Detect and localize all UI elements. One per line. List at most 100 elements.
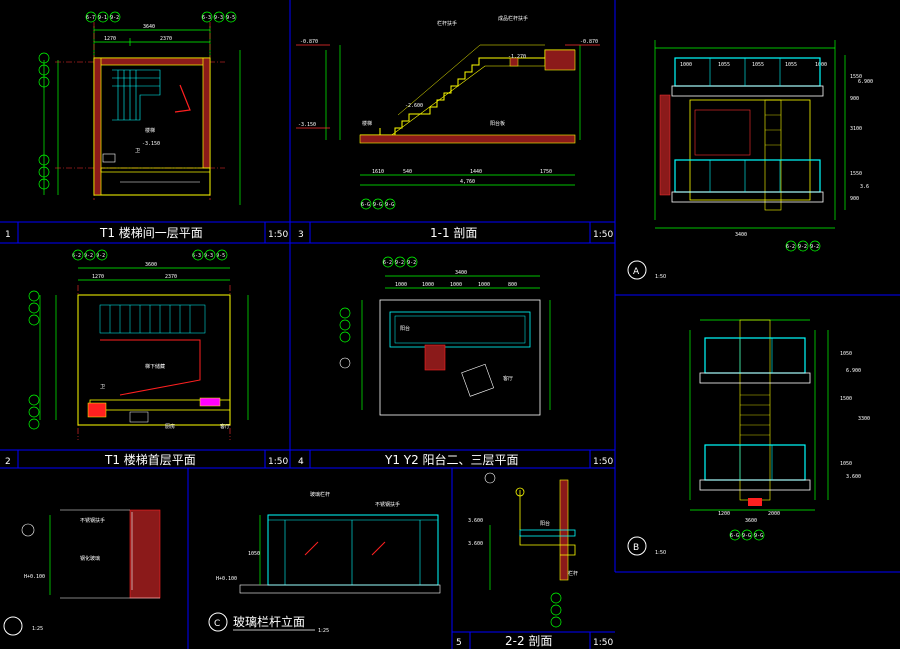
pA-w4: 1000 [815,62,827,68]
pA-h0: 1550 [850,74,862,80]
panel-C-elevation: 1050 H+0.100 玻璃栏杆 不锈钢扶手 [216,491,441,594]
p3-note-top1: 栏杆扶手 [437,20,457,27]
p2-room-b: 客厅 [220,423,230,430]
p3-level-landing: -1.270 [508,54,526,60]
pA-axis-tag: 6-2 9-2 9-2 [786,244,819,250]
p3-level-step: -2.600 [405,103,423,109]
pA-level-top: 6.900 [858,79,873,85]
p4-dim-1: 1000 [422,282,434,288]
panel-4-scale: 1:50 [593,457,613,467]
panel-C-circle [208,612,228,632]
panel-D-circle [3,616,23,636]
p1-dim-a: 1270 [104,36,116,42]
p3-dim-total: 4,760 [460,179,475,185]
panel-5-number: 5 [456,638,462,648]
pA-h1: 900 [850,96,859,102]
panel-4-plan: 3400 1000 1000 1000 1000 800 6-2 9-2 9-2… [339,256,551,416]
p4-room-side: 客厅 [503,375,513,382]
panel-B-number: B [633,543,639,553]
panel-A-number: A [633,267,640,277]
pB-level-low: 3.600 [846,474,861,480]
p1-room-stair: 楼梯 [145,127,155,134]
pD-level: H+0.100 [24,574,45,580]
p1-level-note: -3.150 [142,141,160,147]
panel-B-circle [627,536,647,556]
p3-level-low: -3.150 [298,122,316,128]
panel-5-title: 2-2 剖面 [505,634,552,648]
panel-C-number: C [214,619,220,629]
pA-w2: 1055 [752,62,764,68]
pB-h1: 1500 [840,396,852,402]
p1-room-bath: 卫 [135,148,140,154]
panel-1-title: T1 楼梯间一层平面 [99,225,203,240]
p3-dim-3: 1750 [540,169,552,175]
pA-w3: 1055 [785,62,797,68]
pC-level: H+0.100 [216,576,237,582]
pD-note-2: 钢化玻璃 [80,555,100,562]
pB-width: 3600 [745,518,757,524]
p2-room-stair: 梯下储藏 [145,363,165,370]
pC-note-2: 不锈钢扶手 [375,501,400,508]
pB-h3: 1050 [840,461,852,467]
p1-dim-total: 3640 [143,24,155,30]
panel-2-scale: 1:50 [268,457,288,467]
panel-4-title: Y1 Y2 阳台二、三层平面 [384,452,519,467]
pB-h2: 3300 [858,416,870,422]
panel-A-scale: 1:50 [655,274,666,280]
pA-width: 3400 [735,232,747,238]
p2-axis-tag-left: 6-2 9-2 9-2 [72,253,105,259]
p4-dim-2: 1000 [450,282,462,288]
p2-dim-b: 2370 [165,274,177,280]
p1-axis-tag-right: 6-3 9-3 9-5 [202,15,235,21]
panel-1-scale: 1:50 [268,230,288,240]
p2-dim-total: 3600 [145,262,157,268]
pB-axis-tag: 6-G 9-G 9-G [730,533,763,539]
p5-level-b: 3.600 [468,541,483,547]
p4-dim-4: 800 [508,282,517,288]
p3-dim-2: 1440 [470,169,482,175]
pA-w0: 1000 [680,62,692,68]
pA-h4: 900 [850,196,859,202]
panel-5-scale: 1:50 [593,638,613,648]
p1-dim-b: 2370 [160,36,172,42]
panel-5-section: 3.600 3.600 阳台 栏杆 [468,472,578,628]
p2-room-bath: 卫 [100,384,105,390]
pC-height: 1050 [248,551,260,557]
pA-h2: 3100 [850,126,862,132]
pC-note-1: 玻璃栏杆 [310,491,330,498]
p2-axis-tag-right: 6-3 9-3 9-5 [192,253,225,259]
pB-w0: 1200 [718,511,730,517]
panel-4-number: 4 [298,457,304,467]
pA-level-low: 3.6 [860,184,869,190]
p5-note-1: 阳台 [540,520,550,527]
panel-3-scale: 1:50 [593,230,613,240]
pA-w1: 1055 [718,62,730,68]
p3-room-stair: 楼梯 [362,120,372,127]
p1-axis-tag-left: 6-7 9-1 9-2 [86,15,119,21]
panel-A-elevation: 3400 1000 1055 1055 1055 1000 1550 900 3… [654,40,873,252]
panel-3-number: 3 [298,230,304,240]
panel-A-circle [627,260,647,280]
panel-C-scale: 1:25 [318,628,329,634]
panel-C-title: 玻璃栏杆立面 [233,614,305,629]
pB-level-top: 6.900 [846,368,861,374]
panel-D-scale: 1:25 [32,626,43,632]
pA-h3: 1550 [850,171,862,177]
p2-dim-a: 1270 [92,274,104,280]
p4-axis-tag: 6-2 9-2 9-2 [383,260,416,266]
panel-2-plan: 3600 1270 2370 6-2 9-2 9-2 6-3 9-3 9-5 [28,249,249,440]
pB-h0: 1050 [840,351,852,357]
p3-note-top2: 成品栏杆扶手 [498,15,528,22]
panel-3-section: 1610 540 1440 1750 4,760 -0.870 -0.870 -… [296,15,600,210]
p3-axis-tag: 6-G 9-G 9-G [361,202,394,208]
p4-dim-total: 3400 [455,270,467,276]
p2-room-a: 厨房 [165,423,175,430]
p4-dim-3: 1000 [478,282,490,288]
p3-level-top-right: -0.870 [580,39,598,45]
panel-titles: 1 T1 楼梯间一层平面 1:50 3 1-1 剖面 1:50 2 T1 楼梯首… [3,225,666,648]
p5-note-2: 栏杆 [568,570,578,577]
p4-room-main: 阳台 [400,325,410,332]
p3-dim-1: 540 [403,169,412,175]
